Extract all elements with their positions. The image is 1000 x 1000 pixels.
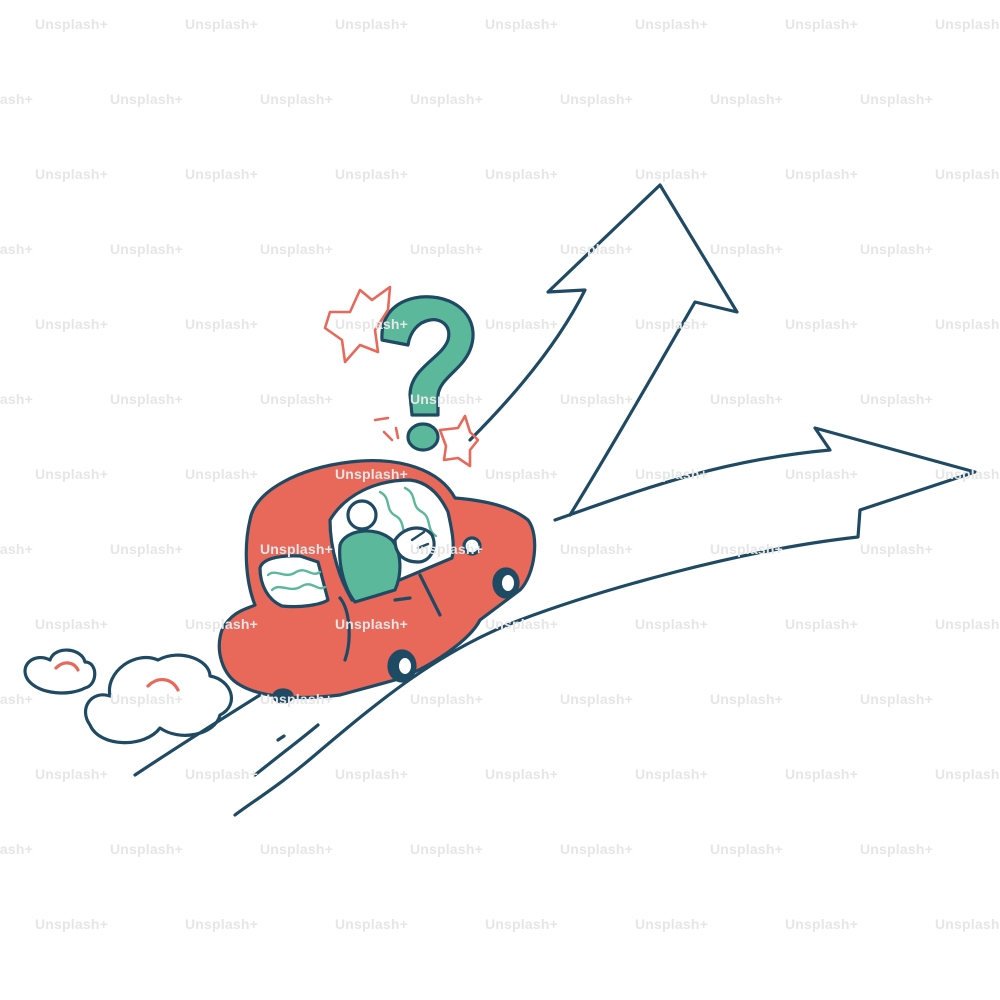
- exhaust-cloud-small: [23, 648, 97, 695]
- question-mark-icon: [380, 295, 475, 452]
- wheels: [272, 567, 520, 704]
- surprise-bursts: [323, 285, 480, 468]
- exhaust-clouds: [23, 648, 233, 745]
- car: [217, 459, 537, 704]
- burst-left: [323, 285, 392, 364]
- burst-right: [438, 414, 480, 468]
- road-lower-edge: [233, 618, 522, 817]
- exhaust-cloud-large: [83, 653, 233, 745]
- driver: [338, 499, 436, 604]
- road-branching-arrows: [133, 183, 977, 817]
- headlight: [462, 536, 482, 556]
- car-window-side: [258, 554, 330, 609]
- road-back-line: [253, 723, 320, 777]
- up-arrow: [468, 183, 739, 517]
- right-arrow-middle: [518, 426, 977, 622]
- road-dash: [276, 734, 286, 742]
